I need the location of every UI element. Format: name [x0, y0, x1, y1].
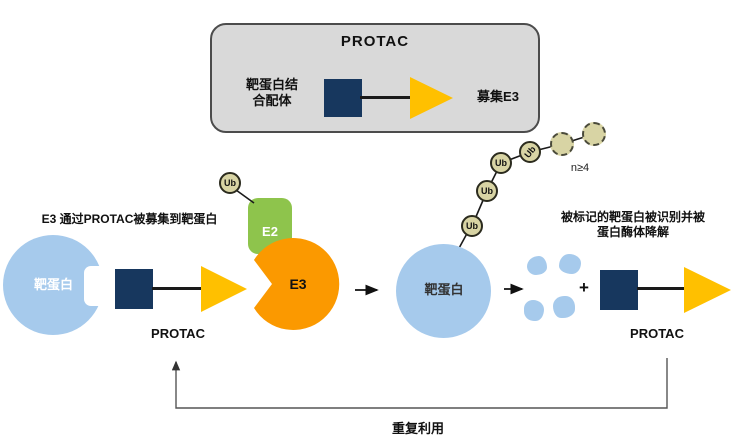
- e3-ligase-shape: [254, 238, 340, 330]
- legend-warhead-square: [324, 79, 362, 117]
- e2-enzyme-label: E2: [262, 224, 278, 239]
- ligand-label-line2: 合配体: [252, 93, 292, 109]
- recycle-label: 重复利用: [391, 421, 444, 436]
- tagged-target-protein-circle: [396, 244, 491, 338]
- degraded-fragment: [527, 256, 547, 275]
- legend-linker-line: [360, 96, 412, 99]
- legend-box: PROTAC 靶蛋白结 合配体 募集E3: [210, 23, 540, 133]
- ub-label: Ub: [481, 186, 493, 196]
- ub-label: Ub: [522, 144, 538, 160]
- released-protac-warhead-square: [600, 270, 638, 310]
- ligand-label-line1: 靶蛋白结: [245, 77, 298, 92]
- recruit-e3-label: 募集E3: [477, 89, 519, 104]
- released-protac-e3-triangle: [684, 267, 731, 313]
- protac-label-left: PROTAC: [151, 326, 205, 341]
- ub-node-3: Ub: [490, 152, 512, 174]
- ub-label: Ub: [495, 158, 507, 168]
- ub-node-2: Ub: [476, 180, 498, 202]
- plus-sign: +: [579, 278, 589, 297]
- legend-e3-recruiter-triangle: [410, 77, 453, 119]
- step1-heading: E3 通过PROTAC被募集到靶蛋白: [41, 212, 218, 226]
- released-protac-linker-line: [637, 287, 685, 290]
- protac-linker-line: [152, 287, 202, 290]
- binding-notch: [84, 266, 106, 306]
- ligand-label: 靶蛋白结 合配体: [226, 77, 318, 110]
- ub-label: Ub: [224, 178, 236, 188]
- step2-heading-line1: 被标记的靶蛋白被识别并被: [560, 210, 705, 224]
- degraded-fragment: [524, 300, 544, 321]
- ub-badge-e2: Ub: [219, 172, 241, 194]
- degraded-fragment: [553, 296, 575, 318]
- ub-e2-connector-line: [235, 189, 255, 204]
- ub-label: Ub: [466, 221, 478, 231]
- ub-node-1: Ub: [461, 215, 483, 237]
- protac-e3-triangle: [201, 266, 247, 312]
- chain-count-label: n≥4: [570, 162, 590, 174]
- target-protein-label: 靶蛋白: [33, 277, 73, 292]
- protac-label-right: PROTAC: [630, 326, 684, 341]
- recycle-path-arrow: [171, 358, 668, 409]
- step2-heading-line2: 蛋白酶体降解: [596, 225, 669, 239]
- legend-title: PROTAC: [340, 33, 410, 50]
- ub-node-dashed-2: [582, 122, 606, 146]
- ub-node-4: Ub: [519, 141, 541, 163]
- degraded-fragment: [559, 254, 581, 274]
- ub-node-dashed-1: [550, 132, 574, 156]
- tagged-target-protein-label: 靶蛋白: [424, 282, 464, 297]
- step2-heading: 被标记的靶蛋白被识别并被 蛋白酶体降解: [528, 210, 733, 240]
- protac-warhead-square: [115, 269, 153, 309]
- e3-ligase-label: E3: [289, 276, 307, 292]
